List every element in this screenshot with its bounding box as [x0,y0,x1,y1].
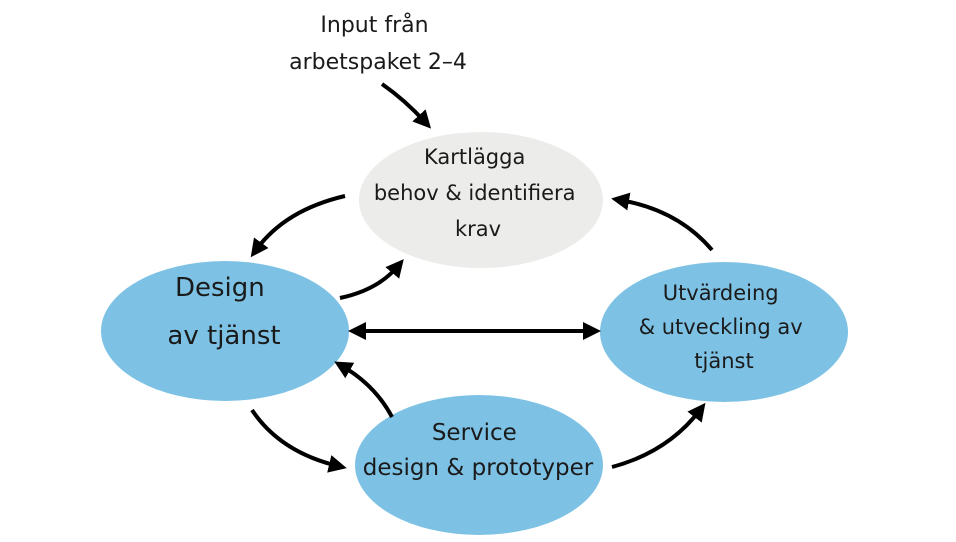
arrow-design-to-kartlagga [339,259,404,300]
arrow-input-to-kartlagga [380,82,432,129]
design-line-2: av tjänst [167,321,280,351]
service-node [355,395,603,535]
utvardering-label: Utvärdeing & utveckling av tjänst [639,281,810,373]
design-line-1: Design [175,273,265,303]
utvardering-line-3: tjänst [694,349,753,373]
service-line-2: design & prototyper [363,455,594,481]
arrow-service-to-utvardering [611,402,706,469]
input-note-line-2: arbetspaket 2–4 [289,50,467,75]
input-note: Input från arbetspaket 2–4 [289,12,467,75]
kartlagga-line-3: krav [455,217,501,241]
kartlagga-line-1: Kartlägga [424,145,525,169]
utvardering-node [600,262,848,402]
service-label: Service design & prototyper [363,420,594,481]
arrow-design-to-service [250,408,347,473]
design-label: Design av tjänst [167,273,280,351]
kartlagga-node [359,132,603,268]
utvardering-line-2: & utveckling av [639,315,803,339]
kartlagga-label: Kartlägga behov & identifiera krav [374,145,582,241]
input-note-line-1: Input från [320,12,428,38]
service-line-1: Service [432,420,517,446]
utvardering-line-1: Utvärdeing [663,281,779,305]
arrow-kartlagga-to-design [250,194,346,258]
kartlagga-line-2: behov & identifiera [374,181,576,205]
arrow-service-to-design [334,361,394,418]
arrow-utvardering-to-kartlagga [611,192,714,252]
design-node [101,261,349,401]
